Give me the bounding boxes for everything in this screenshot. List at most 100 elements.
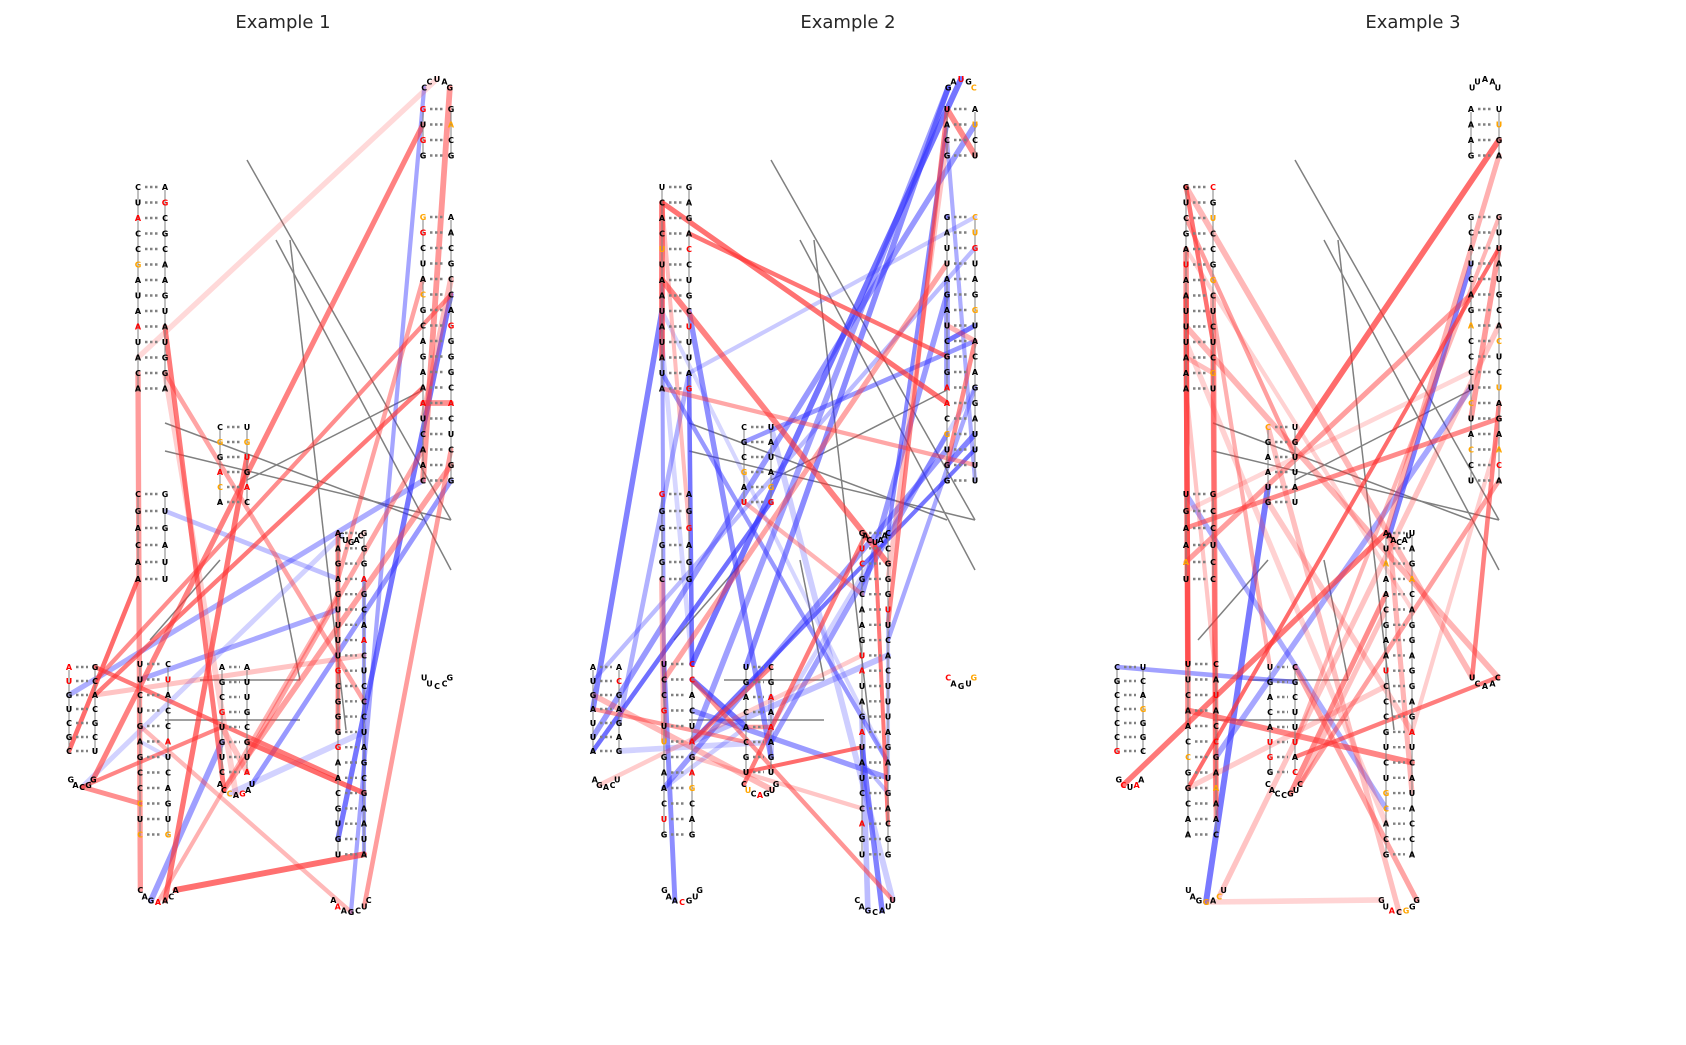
backbone-segment (1323, 239, 1500, 571)
nucleotide: A (361, 743, 368, 752)
nucleotide: U (743, 768, 750, 777)
nucleotide: A (1409, 850, 1416, 859)
contact-line-blue (686, 214, 978, 376)
nucleotide: G (741, 468, 748, 477)
nucleotide: G (944, 353, 951, 362)
nucleotide: G (148, 897, 155, 906)
nucleotide: G (1185, 784, 1192, 793)
nucleotide: A (420, 384, 427, 393)
nucleotide: A (162, 541, 169, 550)
contact-line-red (741, 533, 868, 787)
nucleotide: C (1396, 538, 1402, 547)
nucleotide: U (162, 307, 169, 316)
nucleotide: C (859, 804, 865, 813)
nucleotide: C (137, 831, 143, 840)
nucleotide: U (1267, 663, 1274, 672)
nucleotide: G (972, 384, 979, 393)
contact-line-red (162, 324, 227, 793)
nucleotide: U (686, 338, 693, 347)
nucleotide: G (66, 691, 73, 700)
nucleotide: A (1482, 75, 1489, 84)
nucleotide: G (686, 897, 693, 906)
nucleotide: U (972, 229, 979, 238)
nucleotide: A (135, 575, 142, 584)
nucleotide: C (361, 713, 367, 722)
nucleotide: U (768, 768, 775, 777)
nucleotide: A (944, 121, 951, 130)
nucleotide: A (659, 292, 666, 301)
contact-line-red (885, 106, 950, 627)
nucleotide: G (244, 468, 251, 477)
nucleotide: A (859, 759, 866, 768)
contact-line-red (244, 739, 367, 796)
nucleotide: U (165, 815, 172, 824)
nucleotide: A (245, 786, 252, 795)
contact-line-red (1468, 245, 1502, 422)
nucleotide: U (1292, 468, 1299, 477)
nucleotide: A (972, 337, 979, 346)
nucleotide: G (1468, 306, 1475, 315)
nucleotide: U (335, 651, 342, 660)
nucleotide: A (1183, 354, 1190, 363)
nucleotide: G (335, 560, 342, 569)
nucleotide: A (686, 369, 693, 378)
nucleotide: A (859, 820, 866, 829)
nucleotide: A (666, 892, 673, 901)
nucleotide: C (610, 781, 616, 790)
nucleotide: U (768, 453, 775, 462)
nucleotide: G (1114, 677, 1121, 686)
nucleotide: A (603, 783, 610, 792)
nucleotide: C (1496, 368, 1502, 377)
nucleotide: C (944, 136, 950, 145)
nucleotide: G (1265, 438, 1272, 447)
nucleotide: C (1216, 892, 1222, 901)
contact-line-red (1185, 683, 1389, 791)
nucleotide: U (66, 677, 73, 686)
nucleotide: U (219, 753, 226, 762)
nucleotide: A (1409, 697, 1416, 706)
nucleotide: A (1468, 121, 1475, 130)
nucleotide: G (162, 230, 169, 239)
nucleotide: U (335, 621, 342, 630)
nucleotide: G (217, 438, 224, 447)
nucleotide: U (965, 680, 972, 689)
nucleotide: C (1496, 306, 1502, 315)
nucleotide: A (885, 804, 892, 813)
nucleotide: G (1210, 490, 1217, 499)
nucleotide: U (1496, 353, 1503, 362)
nucleotide: U (944, 446, 951, 455)
contact-line-red (1210, 308, 1273, 670)
nucleotide: U (659, 261, 666, 270)
nucleotide: G (1409, 621, 1416, 630)
nucleotide: C (420, 291, 426, 300)
nucleotide: A (859, 621, 866, 630)
nucleotide: U (741, 498, 748, 507)
nucleotide: G (219, 708, 226, 717)
nucleotide: U (661, 815, 668, 824)
contact-line-red (1203, 897, 1385, 905)
nucleotide: A (1265, 468, 1272, 477)
nucleotide: U (249, 780, 256, 789)
nucleotide: A (1496, 152, 1503, 161)
contact-line-red (1292, 664, 1420, 903)
nucleotide: U (361, 667, 368, 676)
nucleotide: U (135, 338, 142, 347)
nucleotide: A (1402, 536, 1409, 545)
nucleotide: C (244, 498, 250, 507)
nucleotide: U (769, 786, 776, 795)
nucleotide: C (366, 896, 372, 905)
nucleotide: C (1292, 693, 1298, 702)
nucleotide: G (448, 322, 455, 331)
nucleotide: U (885, 621, 892, 630)
nucleotide: G (1287, 790, 1294, 799)
nucleotide: A (1183, 245, 1190, 254)
nucleotide: A (448, 229, 455, 238)
nucleotide: A (768, 693, 775, 702)
nucleotide: A (689, 738, 696, 747)
nucleotide: A (1267, 693, 1274, 702)
nucleotide: U (335, 636, 342, 645)
nucleotide: G (239, 790, 246, 799)
nucleotide: C (1213, 738, 1219, 747)
